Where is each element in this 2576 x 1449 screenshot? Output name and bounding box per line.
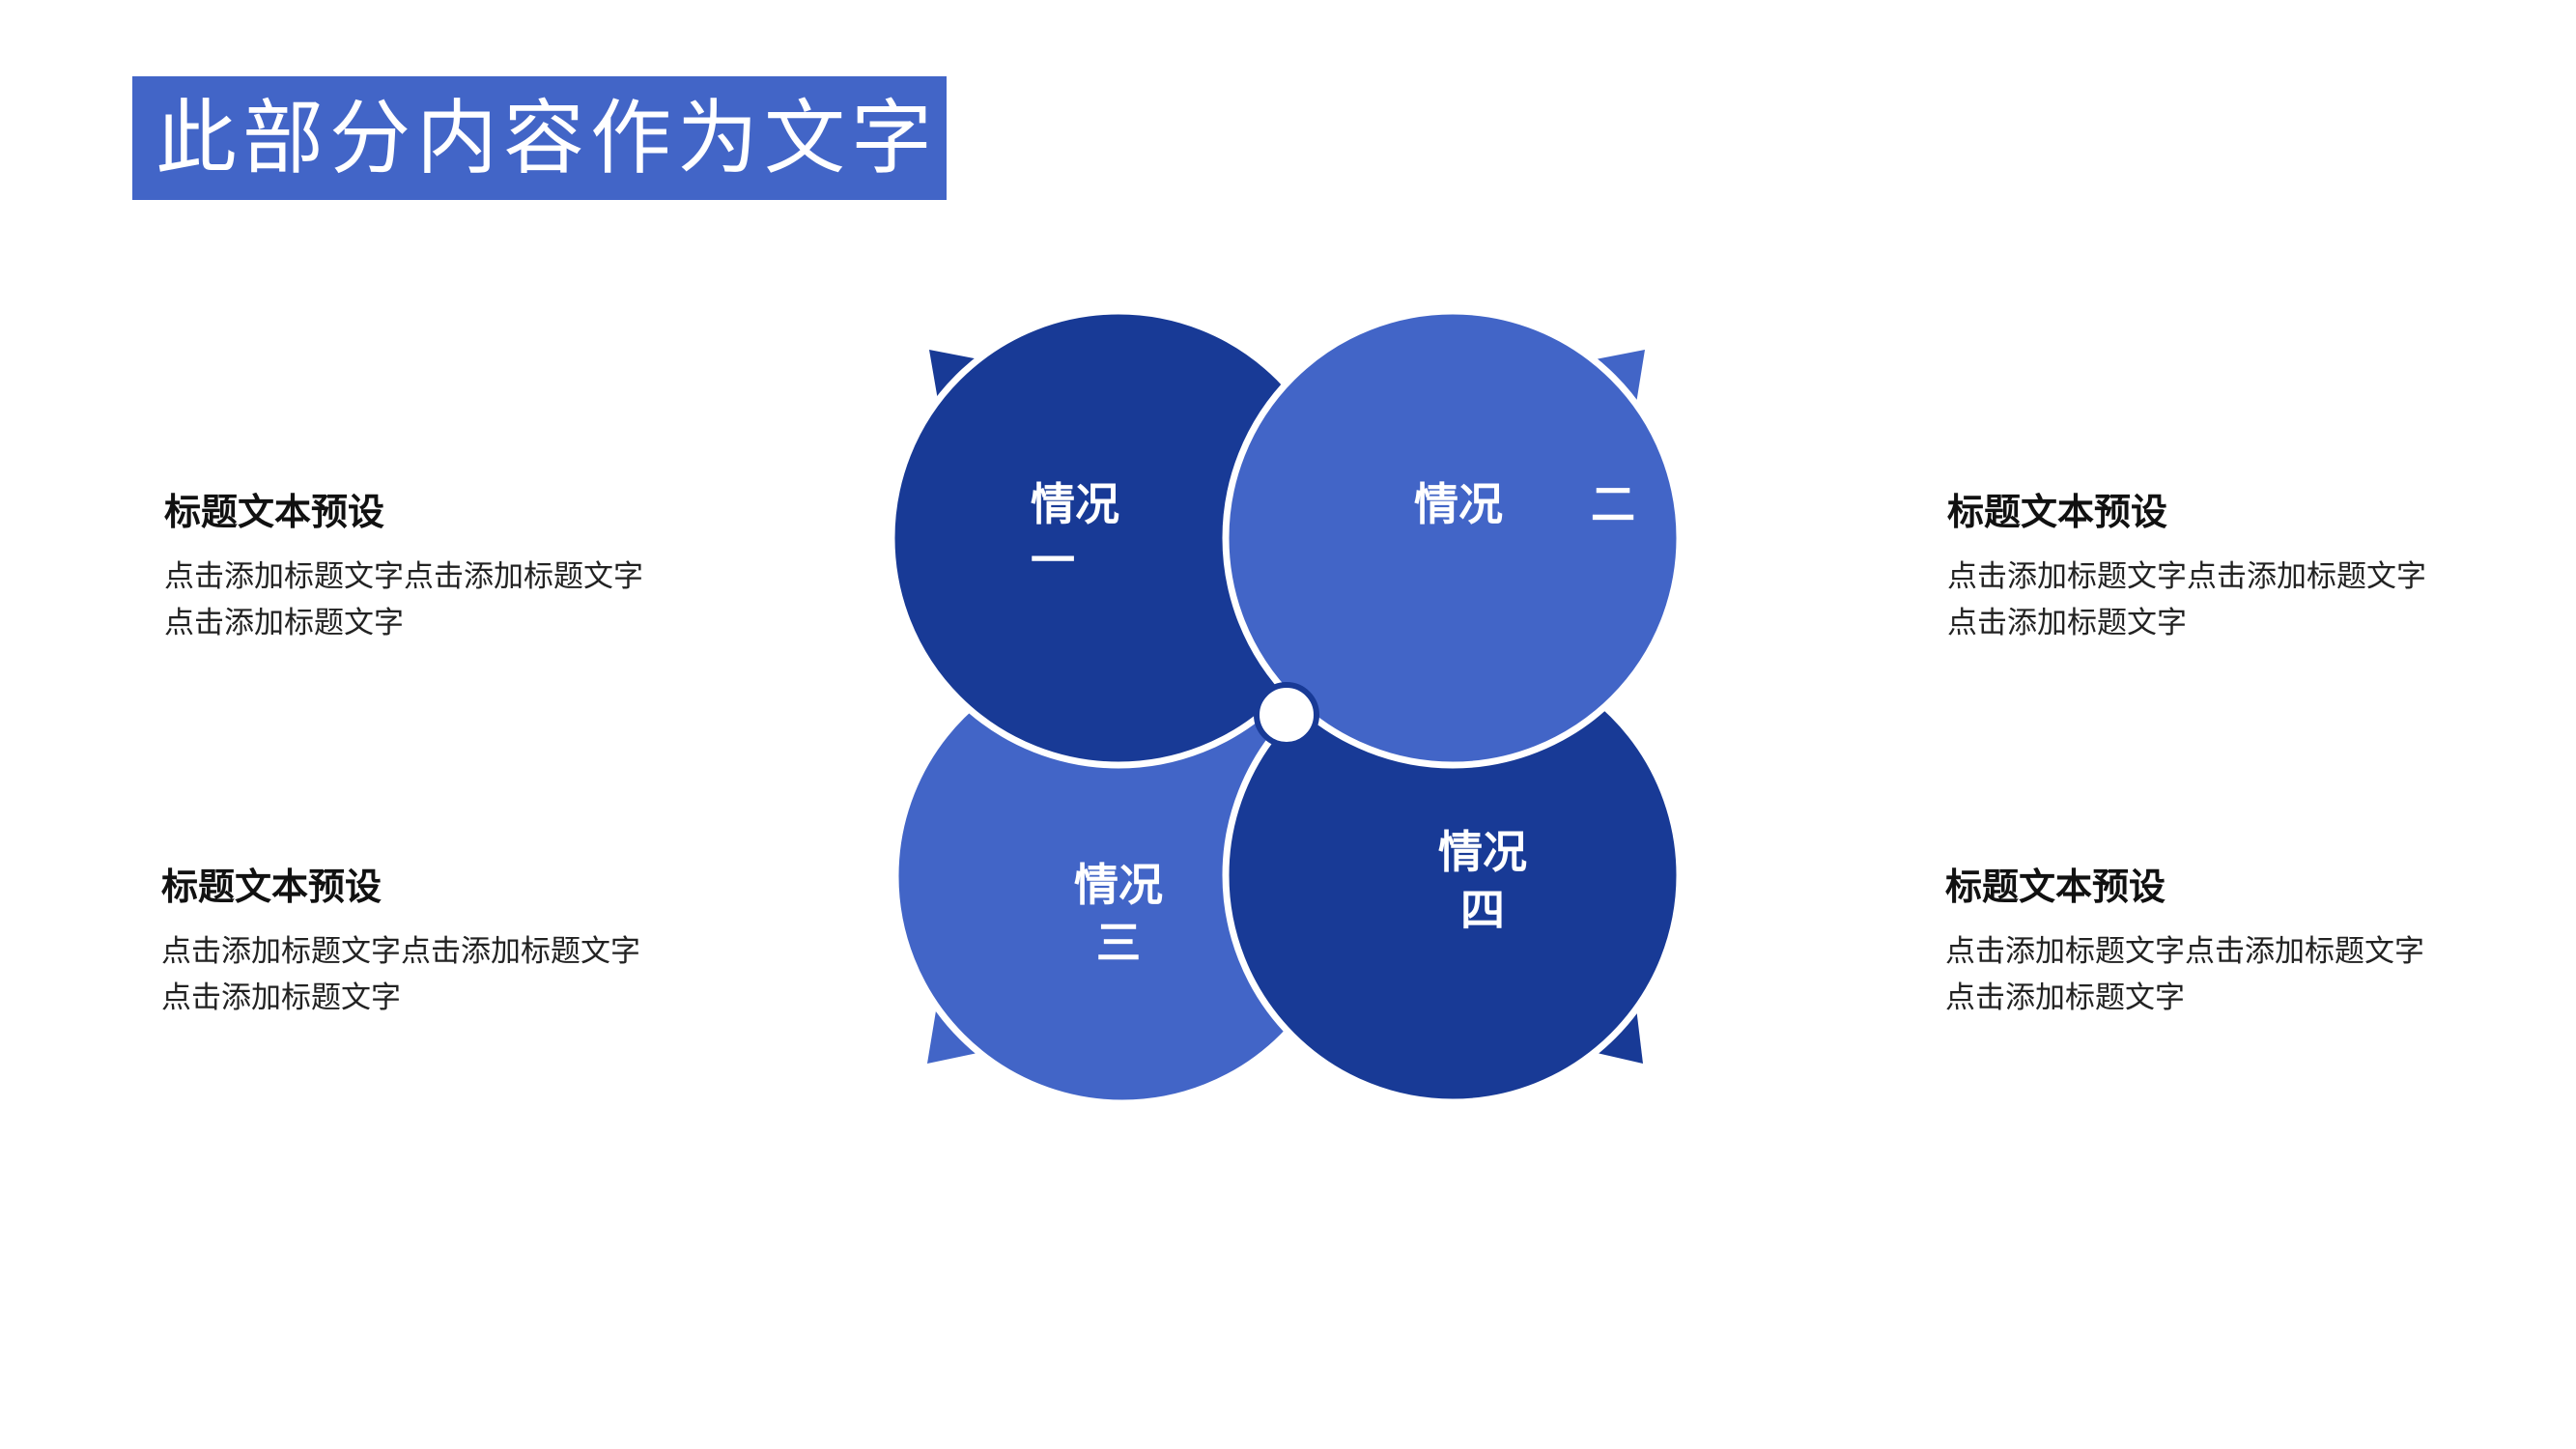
label-four-line2: 四 <box>1460 884 1505 936</box>
text-block-top-left: 标题文本预设 点击添加标题文字点击添加标题文字点击添加标题文字 <box>164 488 705 646</box>
label-three-line1: 情况 <box>1074 859 1163 911</box>
label-three-line2: 三 <box>1096 917 1141 969</box>
petal-two-circle <box>1222 307 1684 769</box>
block-body: 点击添加标题文字点击添加标题文字点击添加标题文字 <box>1947 559 2426 640</box>
page-title: 此部分内容作为文字 <box>156 91 939 185</box>
title-banner: 此部分内容作为文字 <box>132 76 947 200</box>
text-block-top-right: 标题文本预设 点击添加标题文字点击添加标题文字点击添加标题文字 <box>1947 488 2488 646</box>
block-body: 点击添加标题文字点击添加标题文字点击添加标题文字 <box>164 559 643 640</box>
label-two-line1: 情况 <box>1414 478 1503 530</box>
block-heading: 标题文本预设 <box>164 491 385 533</box>
block-heading: 标题文本预设 <box>1945 866 2166 908</box>
petal-situation-two <box>1222 307 1684 769</box>
block-body: 点击添加标题文字点击添加标题文字点击添加标题文字 <box>1945 934 2424 1015</box>
text-block-bottom-left: 标题文本预设 点击添加标题文字点击添加标题文字点击添加标题文字 <box>161 863 702 1021</box>
label-one-line1: 情况 <box>1031 478 1119 530</box>
block-heading: 标题文本预设 <box>161 866 382 908</box>
label-two-line2: 二 <box>1591 478 1635 530</box>
center-dot <box>1254 682 1319 748</box>
petal-situation-one <box>888 307 1349 769</box>
block-heading: 标题文本预设 <box>1947 491 2168 533</box>
block-body: 点击添加标题文字点击添加标题文字点击添加标题文字 <box>161 934 640 1015</box>
text-block-bottom-right: 标题文本预设 点击添加标题文字点击添加标题文字点击添加标题文字 <box>1945 863 2486 1021</box>
label-four-line1: 情况 <box>1438 826 1527 878</box>
label-one-line2: 一 <box>1031 534 1075 586</box>
